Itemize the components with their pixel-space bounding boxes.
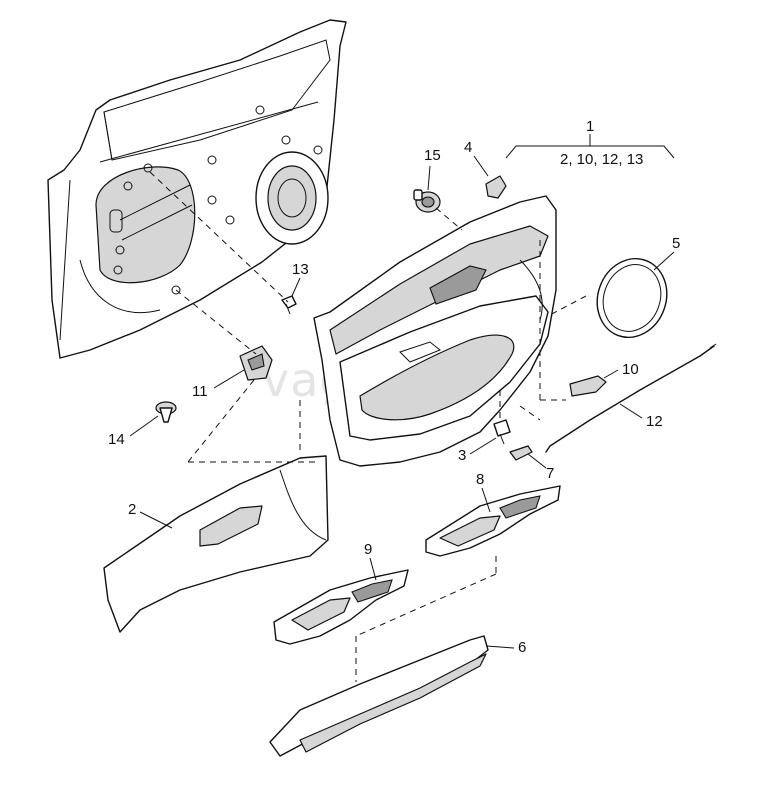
callout-8: 8 (476, 471, 484, 488)
callout-5: 5 (672, 235, 680, 252)
group-label-1: 1 2, 10, 12, 13 (505, 118, 675, 168)
door-inner-frame (47, 19, 347, 359)
callout-7: 7 (546, 465, 554, 482)
callout-6: 6 (518, 639, 526, 656)
screw-part-3 (493, 419, 511, 445)
callout-15: 15 (424, 147, 441, 164)
clip-part-15 (413, 189, 441, 213)
door-trim-panel (313, 195, 557, 467)
screw-part-13 (281, 295, 297, 315)
callout-10: 10 (622, 361, 639, 378)
cable-part-12 (545, 343, 717, 453)
callout-4: 4 (464, 139, 472, 156)
assembly-guide-lines (149, 171, 587, 682)
callout-13: 13 (292, 261, 309, 278)
callout-12: 12 (646, 413, 663, 430)
group-contents: 2, 10, 12, 13 (560, 151, 643, 168)
sill-trim-part-6 (269, 635, 489, 757)
group-number: 1 (586, 118, 594, 135)
cap-part-4 (485, 175, 507, 199)
callout-9: 9 (364, 541, 372, 558)
pin-part-14 (155, 401, 177, 423)
callout-2: 2 (128, 501, 136, 518)
speaker-ring-part-5 (596, 257, 668, 339)
callout-14: 14 (108, 431, 125, 448)
callout-3: 3 (458, 447, 466, 464)
pad-part-10 (569, 375, 607, 397)
callouts: 2 3 4 5 6 7 8 9 10 11 12 13 14 15 (108, 139, 680, 656)
clip-part-11 (239, 345, 273, 381)
switch-panel-part-9 (273, 569, 409, 645)
switch-panel-part-8 (425, 485, 561, 557)
armrest-trim-part-2 (103, 455, 329, 633)
callout-11: 11 (192, 383, 208, 400)
clip-part-7 (509, 445, 533, 461)
